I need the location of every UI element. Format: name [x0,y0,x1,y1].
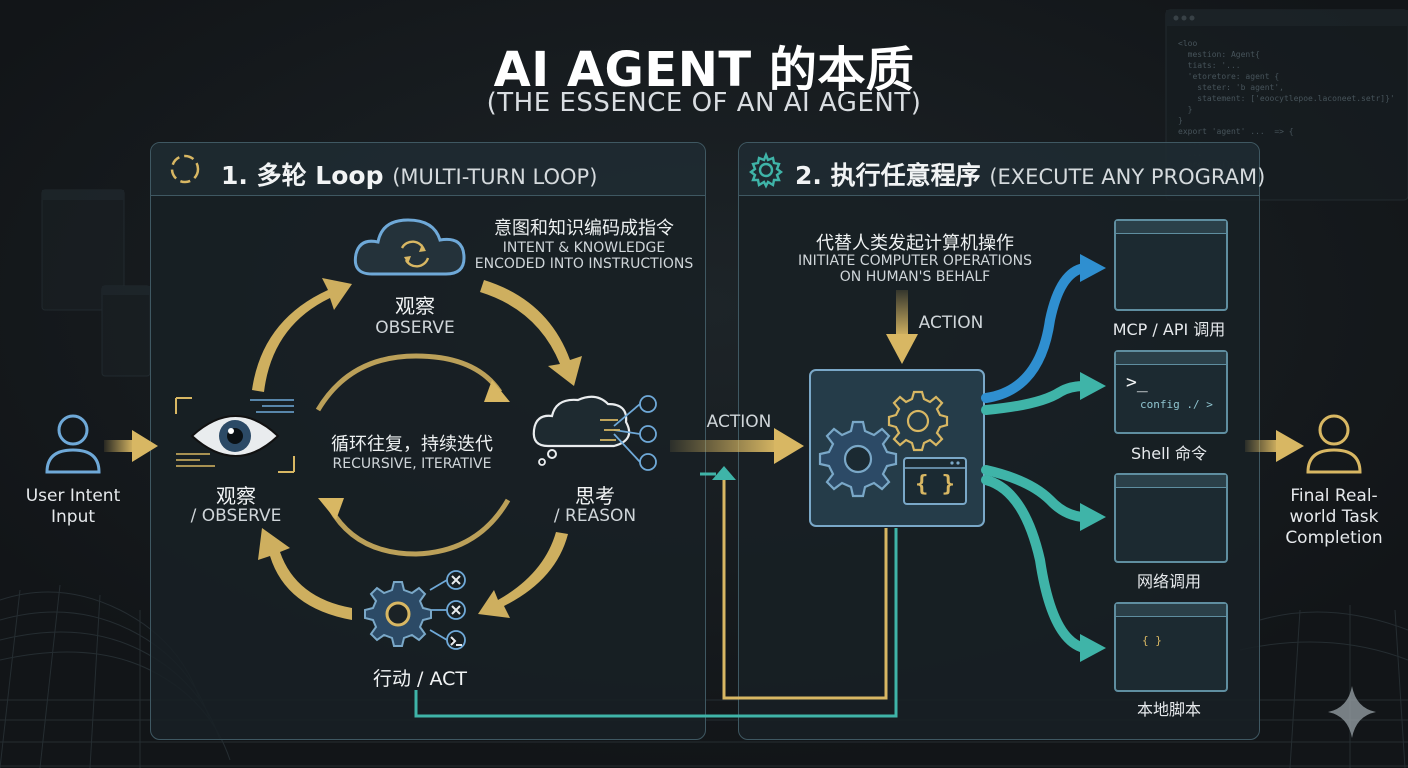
network-card [1114,473,1228,563]
observe-top-en: OBSERVE [375,318,455,338]
feedback-line-gold [722,478,888,700]
action-label-top: ACTION [918,313,984,333]
eye-icon [175,397,295,473]
cloud-sync-icon [353,218,466,276]
user-input-icon [45,414,101,474]
loop-panel-title: 1. 多轮 Loop (MULTI-TURN LOOP) [221,161,598,190]
script-braces: { } [1142,634,1162,647]
encode-cn: 意图和知识编码成指令 [494,218,674,239]
mcp-api-card [1114,219,1228,311]
input-arrow [104,430,158,462]
shell-command-text: config ./ > [1140,398,1213,411]
act-label: 行动 / ACT [372,668,468,690]
terminal-icon: >_ [1126,372,1148,393]
initiate-en-2: ON HUMAN'S BEHALF [839,269,991,285]
local-script-card: { } [1114,602,1228,692]
center-en: RECURSIVE, ITERATIVE [332,456,492,472]
encode-en-2: ENCODED INTO INSTRUCTIONS [474,256,694,272]
thought-network-icon [532,395,657,471]
execution-engine-icon [809,369,985,527]
loop-icon [170,154,200,184]
inner-cycle-arrows [315,353,511,557]
page-subtitle: (THE ESSENCE OF AN AI AGENT) [486,88,922,118]
network-call-label: 网络调用 [1136,572,1201,591]
act-gear-icon [364,570,466,650]
reason-cn: 思考 [575,484,615,508]
sparkle-icon [1328,686,1376,738]
action-down-arrow [886,290,918,364]
branch-arrows [981,263,1089,653]
encode-en-1: INTENT & KNOWLEDGE [502,240,666,256]
shell-label: Shell 命令 [1130,444,1208,463]
page-title: AI AGENT 的本质 [493,42,915,98]
mcp-api-label: MCP / API 调用 [1112,320,1226,339]
action-arrow [670,428,804,464]
user-output-icon [1306,414,1362,474]
code-braces-icon: { } [915,472,955,497]
gear-icon [749,151,783,189]
exec-panel-title: 2. 执行任意程序 (EXECUTE ANY PROGRAM) [795,161,1266,190]
reason-en: / REASON [553,506,637,526]
center-cn: 循环往复，持续迭代 [331,434,493,455]
loop-panel-header [151,143,705,196]
loop-arrows [252,278,582,620]
initiate-en-1: INITIATE COMPUTER OPERATIONS [798,253,1032,269]
shell-card: >_ config ./ > [1114,350,1228,434]
observe-top-cn: 观察 [395,294,435,318]
output-arrow [1245,430,1304,462]
local-script-label: 本地脚本 [1136,700,1201,719]
initiate-cn: 代替人类发起计算机操作 [816,233,1014,254]
observe-left-cn: 观察 [216,484,256,508]
observe-left-en: / OBSERVE [190,506,282,526]
feedback-line-teal [414,528,898,718]
action-label-between: ACTION [706,412,772,432]
exec-panel-header [739,143,1259,196]
